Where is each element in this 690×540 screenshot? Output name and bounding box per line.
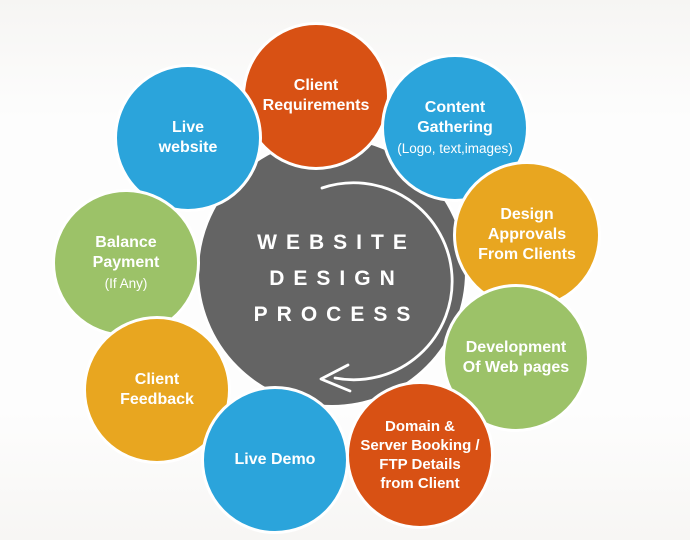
step-label: Live Demo <box>234 451 316 468</box>
step-label: Domain & Server Booking / FTP Details fr… <box>360 418 480 492</box>
step-live-demo: Live Demo <box>201 386 349 534</box>
step-balance-payment: Balance Payment (If Any) <box>52 189 200 337</box>
step-label: Design Approvals From Clients <box>478 206 576 263</box>
step-label: Content Gathering <box>417 99 493 136</box>
step-live-website: Live website <box>114 64 262 212</box>
step-label: Client Feedback <box>120 371 194 408</box>
step-domain-server-booking: Domain & Server Booking / FTP Details fr… <box>346 381 494 529</box>
step-label: Development Of Web pages <box>462 339 570 376</box>
step-note: (If Any) <box>104 276 148 291</box>
step-client-requirements: Client Requirements <box>242 22 390 170</box>
step-label: Live website <box>158 119 218 156</box>
step-label: Balance Payment <box>92 234 160 271</box>
step-label: Client Requirements <box>262 77 370 114</box>
step-note: (Logo, text,images) <box>397 141 513 156</box>
